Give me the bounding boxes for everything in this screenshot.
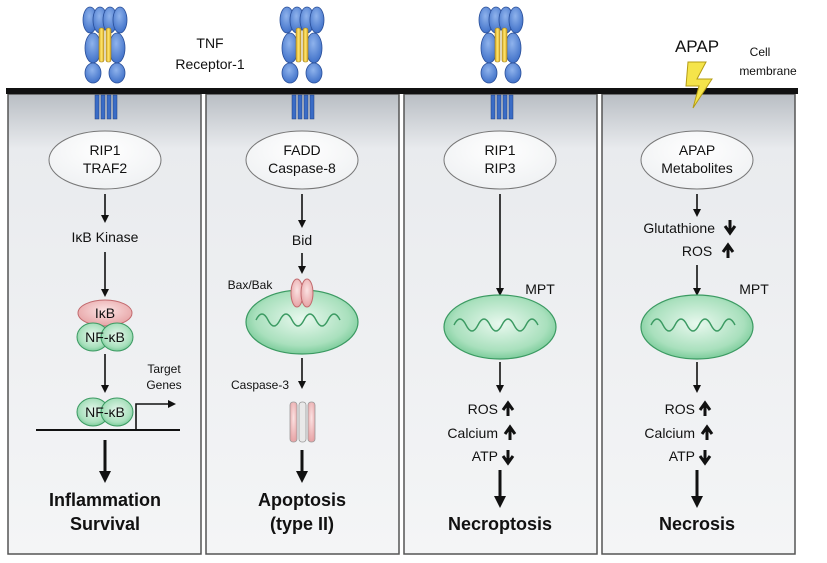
nfkb2-label: NF-κB: [85, 404, 125, 420]
membrane-label-line1: Cell: [750, 45, 771, 59]
tnf-receptor-3: [478, 6, 524, 120]
complex-oval-1: [48, 130, 162, 190]
atp-label-3: ATP: [472, 448, 498, 464]
ros-label-4: ROS: [665, 401, 695, 417]
complex-4-line2: Metabolites: [661, 160, 733, 176]
complex-2-line2: Caspase-8: [268, 160, 336, 176]
mpt-label-3: MPT: [525, 281, 555, 297]
apap-label: APAP: [675, 37, 719, 56]
complex-oval-4: [640, 130, 754, 190]
complex-2-line1: FADD: [283, 142, 320, 158]
ikb-protein: [77, 299, 133, 327]
caspase-bar-3: [307, 401, 316, 443]
outcome-3-line1: Necroptosis: [448, 514, 552, 534]
lightning-icon: [685, 61, 713, 109]
complex-1-line2: TRAF2: [83, 160, 128, 176]
target-genes-line1: Target: [147, 362, 181, 376]
nfkb-label: NF-κB: [85, 329, 125, 345]
glutathione-label: Glutathione: [643, 220, 715, 236]
nfkb-right-lobe: [100, 322, 134, 352]
cristae-4: [650, 318, 736, 332]
receptor-label-line1: TNF: [196, 35, 223, 51]
atp-label-4: ATP: [669, 448, 695, 464]
complex-4-line1: APAP: [679, 142, 715, 158]
outcome-4-line1: Necrosis: [659, 514, 735, 534]
atp-down-arrow-icon-4: [698, 450, 712, 466]
ros-label-3: ROS: [468, 401, 498, 417]
complex-3-line2: RIP3: [484, 160, 515, 176]
caspase-bar-1: [289, 401, 298, 443]
ros-top-up-arrow-icon: [721, 242, 735, 258]
tnf-receptor-1: [82, 6, 128, 120]
ikb-kinase-label: IκB Kinase: [72, 229, 139, 245]
tnf-receptor-2: [279, 6, 325, 120]
caspase3-label: Caspase-3: [231, 378, 289, 392]
caspase-bar-2: [298, 401, 307, 443]
bax-right: [300, 278, 314, 308]
mitochondrion-3: [443, 294, 557, 360]
complex-3-line1: RIP1: [484, 142, 515, 158]
complex-oval-2: [245, 130, 359, 190]
cristae-2: [255, 313, 341, 327]
bid-label: Bid: [292, 232, 312, 248]
outcome-2-line2: (type II): [270, 514, 334, 534]
outcome-2-line1: Apoptosis: [258, 490, 346, 510]
calcium-up-arrow-icon-3: [503, 424, 517, 440]
calcium-up-arrow-icon-4: [700, 424, 714, 440]
atp-down-arrow-icon-3: [501, 450, 515, 466]
complex-1-line1: RIP1: [89, 142, 120, 158]
target-genes-line2: Genes: [146, 378, 181, 392]
outcome-1-line2: Survival: [70, 514, 140, 534]
calcium-label-3: Calcium: [447, 425, 498, 441]
glutathione-down-arrow-icon: [723, 220, 737, 236]
outcome-1-line1: Inflammation: [49, 490, 161, 510]
membrane-label-line2: membrane: [739, 64, 797, 78]
transcription-arrow: [135, 400, 176, 429]
ros-up-arrow-icon-3: [501, 400, 515, 416]
baxbak-label: Bax/Bak: [228, 278, 274, 292]
calcium-label-4: Calcium: [644, 425, 695, 441]
complex-oval-3: [443, 130, 557, 190]
mpt-label-4: MPT: [739, 281, 769, 297]
ros-up-arrow-icon-4: [698, 400, 712, 416]
cell-membrane-line: [6, 88, 798, 94]
ikb-label: IκB: [95, 305, 115, 321]
ros-top-label: ROS: [682, 243, 712, 259]
nfkb2-right-lobe: [100, 397, 134, 427]
receptor-label-line2: Receptor-1: [175, 56, 244, 72]
mitochondrion-4: [640, 294, 754, 360]
cristae-3: [453, 318, 539, 332]
